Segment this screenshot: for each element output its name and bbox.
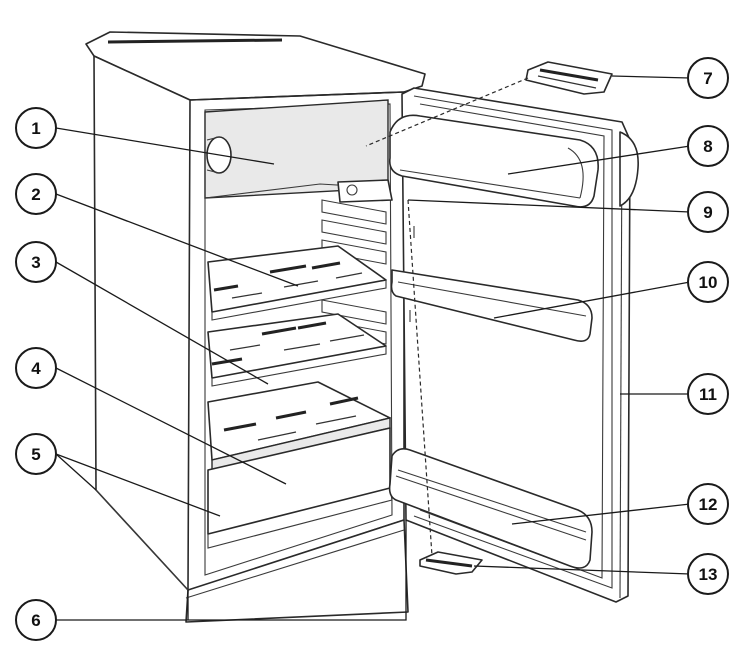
svg-text:2: 2 bbox=[31, 185, 40, 204]
callout-3: 3 bbox=[15, 241, 57, 283]
callout-9: 9 bbox=[687, 191, 729, 233]
callout-1: 1 bbox=[15, 107, 57, 149]
door-rack-middle bbox=[390, 226, 593, 342]
svg-text:13: 13 bbox=[699, 565, 718, 584]
callout-5: 5 bbox=[15, 433, 57, 475]
callouts: 1 2 3 4 5 6 7 8 bbox=[15, 57, 729, 641]
callout-10: 10 bbox=[687, 261, 729, 303]
leader-lines bbox=[55, 75, 691, 621]
ice-tray bbox=[419, 551, 483, 575]
cabinet bbox=[85, 31, 426, 623]
door-compartment-top bbox=[388, 114, 599, 208]
wire-shelf-upper bbox=[207, 245, 387, 321]
top-vent-grille bbox=[107, 38, 283, 44]
callout-2: 2 bbox=[15, 173, 57, 215]
svg-text:12: 12 bbox=[699, 495, 718, 514]
callout-8: 8 bbox=[687, 125, 729, 167]
egg-tray bbox=[525, 61, 613, 95]
svg-text:4: 4 bbox=[31, 359, 41, 378]
callout-12: 12 bbox=[687, 483, 729, 525]
thermostat-unit bbox=[337, 179, 393, 203]
svg-text:10: 10 bbox=[699, 273, 718, 292]
svg-text:11: 11 bbox=[699, 385, 717, 404]
wire-shelf-lower bbox=[207, 313, 387, 387]
callout-11: 11 bbox=[687, 373, 729, 415]
callout-6: 6 bbox=[15, 599, 57, 641]
callout-13: 13 bbox=[687, 553, 729, 595]
placement-guides bbox=[365, 77, 529, 557]
svg-text:1: 1 bbox=[31, 119, 40, 138]
svg-text:6: 6 bbox=[31, 611, 40, 630]
callout-7: 7 bbox=[687, 57, 729, 99]
callout-4: 4 bbox=[15, 347, 57, 389]
svg-text:9: 9 bbox=[703, 203, 712, 222]
svg-text:8: 8 bbox=[703, 137, 712, 156]
svg-text:5: 5 bbox=[31, 445, 40, 464]
glass-shelf bbox=[207, 381, 391, 471]
svg-text:3: 3 bbox=[31, 253, 40, 272]
door-handle bbox=[619, 131, 639, 207]
svg-text:7: 7 bbox=[703, 69, 712, 88]
